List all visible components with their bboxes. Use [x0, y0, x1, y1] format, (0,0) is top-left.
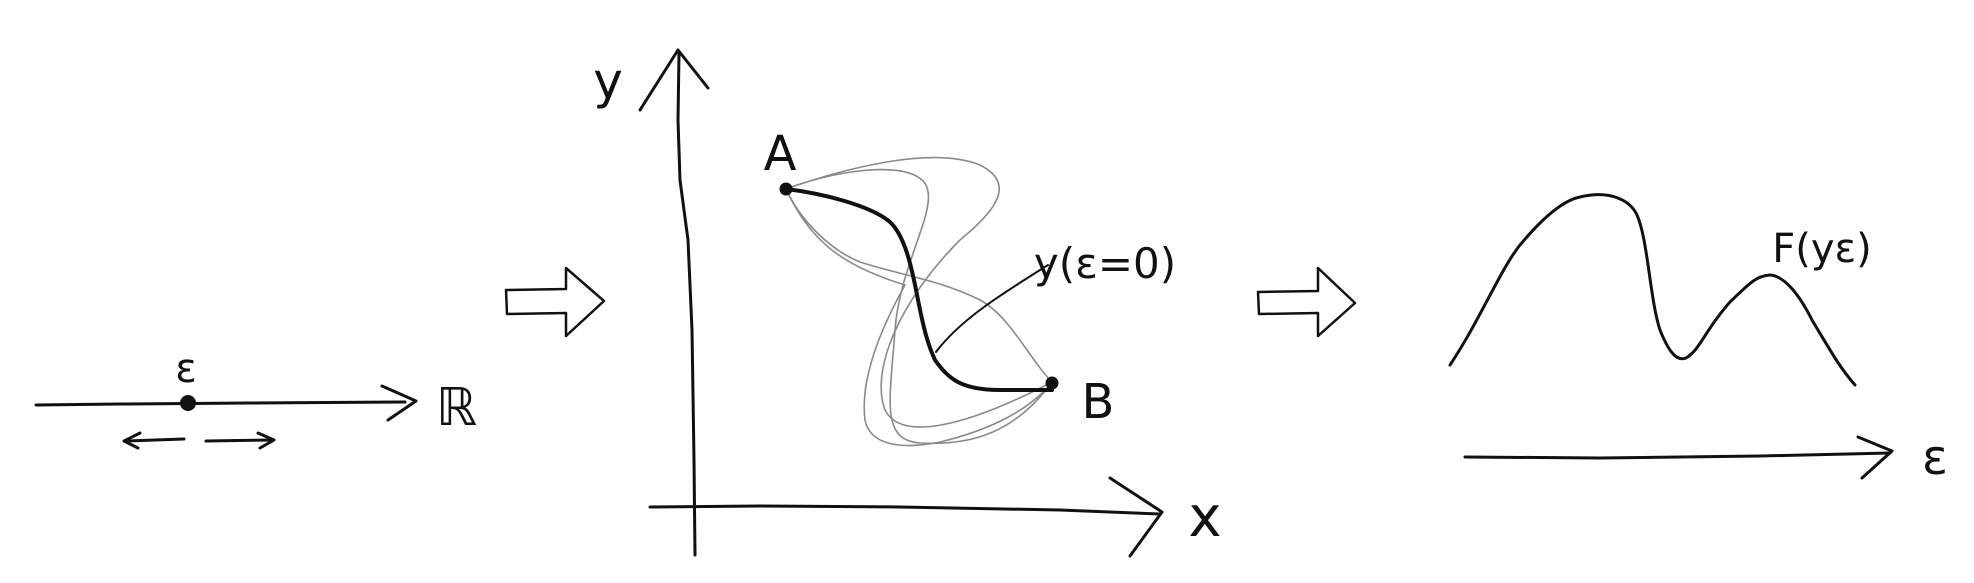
paths-panel: y x A B y(ε=0)	[593, 48, 1222, 558]
point-b-label: B	[1082, 374, 1115, 430]
point-b-marker	[1045, 376, 1059, 390]
y-axis-arrowhead	[638, 48, 710, 112]
epsilon-point	[180, 395, 196, 411]
point-a-marker	[779, 182, 793, 196]
epsilon-axis-arrowhead	[1856, 435, 1894, 480]
epsilon-axis-label: ε	[1922, 430, 1948, 486]
x-axis-label: x	[1188, 485, 1221, 550]
x-axis-arrowhead	[1108, 476, 1164, 558]
base-path-leader-line	[935, 264, 1049, 353]
block-arrow-to-functional	[1256, 266, 1357, 338]
move-right-arrowhead	[256, 431, 276, 450]
variation-path-2	[785, 168, 1053, 445]
variation-path-4	[785, 188, 1053, 447]
block-arrow-to-paths	[504, 266, 606, 338]
functional-label: F(yε)	[1772, 226, 1872, 272]
base-path-label: y(ε=0)	[1034, 239, 1176, 288]
move-right-arrow	[204, 438, 274, 443]
real-line-arrowhead	[380, 384, 418, 422]
real-number-line	[34, 400, 407, 407]
variation-path-1	[785, 156, 1053, 428]
base-path-curve	[784, 187, 1054, 392]
functional-panel: F(yε) ε	[1448, 193, 1948, 486]
epsilon-label: ε	[175, 346, 197, 392]
real-line-label: ℝ	[436, 378, 477, 438]
y-axis-line	[676, 52, 697, 557]
functional-curve	[1448, 193, 1857, 387]
epsilon-axis-line	[1463, 451, 1892, 460]
y-axis-label: y	[593, 52, 623, 110]
move-left-arrow	[124, 437, 186, 443]
block-arrow-shape	[504, 266, 606, 338]
point-a-label: A	[764, 126, 797, 182]
move-left-arrowhead	[122, 431, 142, 450]
variation-path-3	[785, 188, 1053, 383]
block-arrow-shape	[1256, 266, 1357, 338]
x-axis-line	[648, 504, 1162, 516]
parameter-panel: ε ℝ	[34, 346, 477, 450]
